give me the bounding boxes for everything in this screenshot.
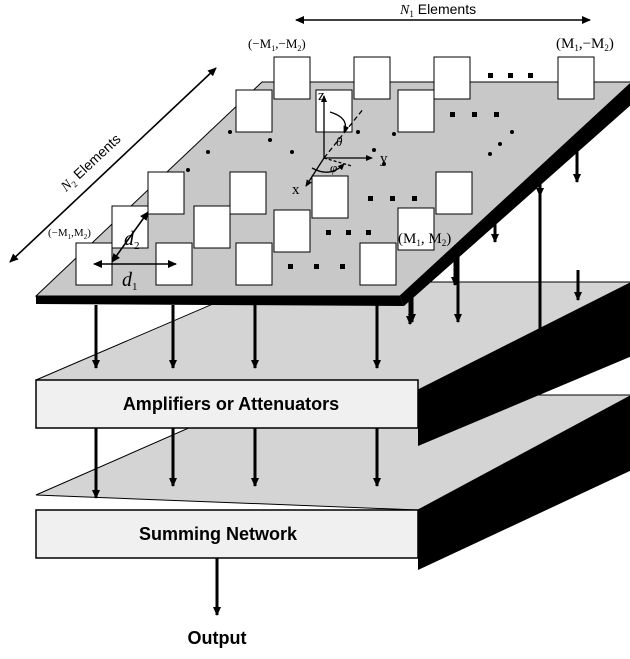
continuation-dot (412, 196, 417, 201)
d2-dimension-arrow (111, 211, 149, 263)
continuation-dot (382, 162, 386, 166)
summing-network-box (35, 509, 419, 559)
continuation-dot (488, 73, 493, 78)
continuation-dot (508, 73, 513, 78)
array-plate-front (36, 296, 404, 306)
continuation-dot (390, 196, 395, 201)
x-axis (305, 157, 325, 187)
antenna-element (235, 242, 273, 286)
amplifiers-label: Amplifiers or Attenuators (123, 394, 339, 414)
continuation-dot (472, 112, 477, 117)
continuation-dot (372, 148, 376, 152)
theta-arc (329, 111, 350, 133)
continuation-dot (288, 264, 293, 269)
continuation-dot (498, 142, 502, 146)
plate-side-arrows (408, 138, 581, 323)
continuation-dot (510, 130, 514, 134)
corner-label-bottom-right: (M1, M2) (398, 231, 451, 248)
continuation-dot (346, 230, 351, 235)
array-plate-side (400, 83, 630, 306)
continuation-dot (528, 73, 533, 78)
y-axis-label: y (380, 151, 388, 167)
antenna-element (397, 89, 435, 133)
amplifier-layer: Amplifiers or Attenuators (35, 281, 630, 446)
summing-layer: Summing Network (35, 394, 630, 570)
antenna-element (273, 209, 311, 253)
amplifier-layer-side (418, 283, 630, 446)
summing-network-label: Summing Network (139, 524, 298, 544)
continuation-dot (356, 130, 360, 134)
continuation-dot (206, 150, 210, 154)
antenna-element (229, 171, 267, 215)
radial-direction (323, 107, 365, 159)
n1-symbol: N (399, 3, 410, 18)
antenna-element (557, 56, 595, 100)
n1-subscript: 1 (409, 9, 414, 19)
continuation-dot (228, 130, 232, 134)
n1-elements-label: N1 Elements (399, 1, 476, 19)
phi-label: φ (330, 160, 337, 175)
theta-label: θ (336, 134, 343, 149)
array-to-amp-arrows (92, 182, 582, 369)
d1-label: d1 (122, 269, 138, 293)
antenna-element (193, 205, 231, 249)
dimension-arrows (9, 16, 591, 268)
corner-label-top-right: (M1,−M2) (556, 36, 614, 53)
continuation-dot (314, 264, 319, 269)
corner-label-top-left: (−M1,−M2) (248, 36, 306, 53)
continuation-dot (392, 132, 396, 136)
d2-label: d2 (124, 228, 140, 252)
continuation-dot (290, 150, 294, 154)
continuation-dot (368, 196, 373, 201)
antenna-element (359, 242, 397, 286)
n2-suffix: Elements (67, 131, 123, 185)
continuation-dot (340, 264, 345, 269)
antenna-element (235, 89, 273, 133)
antenna-element (435, 171, 473, 215)
continuation-dot (366, 230, 371, 235)
amplifiers-box (35, 379, 419, 429)
x-axis-label: x (292, 182, 300, 198)
coordinate-axes (305, 95, 373, 187)
phi-arc (311, 163, 345, 173)
continuation-dot (494, 112, 499, 117)
antenna-element (147, 171, 185, 215)
antenna-element (353, 56, 391, 100)
continuation-dot (450, 112, 455, 117)
antenna-element (311, 175, 349, 219)
continuation-dot (186, 168, 190, 172)
antenna-element (273, 56, 311, 100)
continuation-dot (268, 138, 272, 142)
corner-label-bottom-left: (−M1,M2) (48, 227, 91, 241)
n2-dimension-arrow (9, 67, 217, 263)
continuation-dot (488, 152, 492, 156)
n1-suffix: Elements (414, 1, 476, 17)
z-axis-label: z (318, 88, 325, 104)
n2-subscript: 2 (69, 179, 79, 189)
summing-layer-side (418, 396, 630, 570)
antenna-element (433, 56, 471, 100)
antenna-element (397, 207, 435, 251)
output-label: Output (188, 628, 247, 648)
continuation-dot (326, 230, 331, 235)
